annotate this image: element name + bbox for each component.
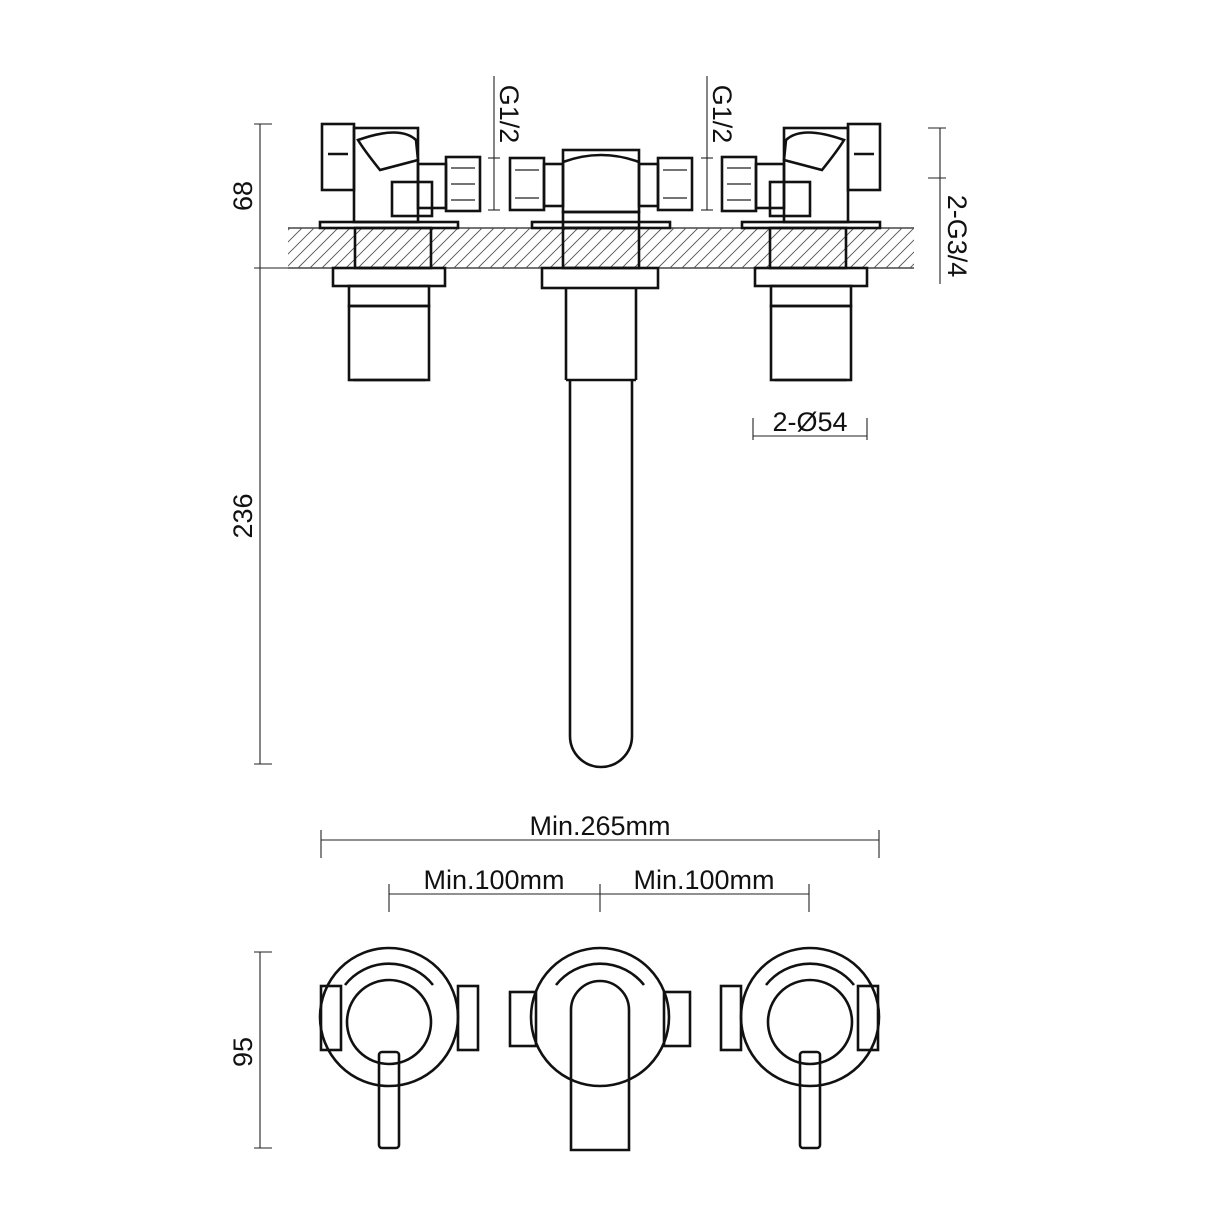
wall-hatch-line	[801, 228, 843, 268]
wall-hatch-line	[849, 228, 891, 268]
wall-hatch-line	[873, 228, 914, 268]
dim-236-label: 236	[228, 493, 258, 538]
wall-hatch-line	[789, 228, 831, 268]
dim-68-label: 68	[228, 181, 258, 211]
center-body-side	[508, 148, 694, 769]
wall-hatch-line	[585, 228, 627, 268]
wall-hatch-line	[429, 228, 471, 268]
wall-hatch-line	[609, 228, 651, 268]
left-valve-side	[318, 122, 482, 382]
wall-hatch-line	[465, 228, 507, 268]
wall-hatch-line	[525, 228, 567, 268]
thread-g12-right-label: G1/2	[707, 85, 737, 144]
wall-hatch-line	[357, 228, 399, 268]
diameter-54-label: 2-Ø54	[772, 407, 847, 437]
wall-hatch-line	[837, 228, 879, 268]
thread-g12-left-label: G1/2	[494, 85, 524, 144]
dimension-lines-side	[254, 76, 946, 765]
wall-hatch-line	[345, 228, 387, 268]
wall-hatch-line	[753, 228, 795, 268]
wall-hatch-line	[717, 228, 759, 268]
wall-hatch-line	[501, 228, 543, 268]
wall-hatch-line	[537, 228, 579, 268]
wall-hatch-line	[681, 228, 723, 268]
wall-hatch-line	[489, 228, 531, 268]
min-spacing-right-label: Min.100mm	[633, 865, 774, 895]
wall-hatch-line	[669, 228, 711, 268]
wall-hatch-line	[405, 228, 447, 268]
wall-hatch-line	[297, 228, 339, 268]
wall-hatch-line	[288, 228, 327, 267]
wall-hatch-line	[417, 228, 459, 268]
wall-hatch-line	[777, 228, 819, 268]
wall-hatch-line	[549, 228, 591, 268]
wall-hatch-line	[441, 228, 483, 268]
dim-95-label: 95	[228, 1037, 258, 1067]
wall-hatch-line	[765, 228, 807, 268]
wall-hatch-line	[309, 228, 351, 268]
wall-hatch-line	[561, 228, 603, 268]
wall-hatch-line	[369, 228, 411, 268]
wall-hatch-line	[897, 251, 914, 268]
min-spacing-left-label: Min.100mm	[423, 865, 564, 895]
wall-hatch-line	[693, 228, 735, 268]
wall-hatch-line	[741, 228, 783, 268]
wall-hatch-line	[573, 228, 615, 268]
wall-hatch-line	[288, 228, 303, 243]
wall-hatch-line	[513, 228, 555, 268]
wall-hatch-line	[657, 228, 699, 268]
center-spout-front	[508, 946, 692, 1152]
wall-hatch-line	[813, 228, 855, 268]
wall-hatch-line	[477, 228, 519, 268]
wall-hatch-line	[393, 228, 435, 268]
wall-hatch-line	[645, 228, 687, 268]
right-valve-side	[720, 122, 882, 382]
wall-hatch-line	[885, 239, 914, 268]
thread-g34-label: 2-G3/4	[942, 195, 972, 278]
wall-hatch-line	[288, 228, 315, 255]
right-handle-front	[719, 946, 881, 1150]
wall-hatch-line	[633, 228, 675, 268]
wall-hatch-line	[621, 228, 663, 268]
wall-hatch-line	[381, 228, 423, 268]
wall-hatch-line	[729, 228, 771, 268]
wall-hatch-line	[288, 228, 291, 231]
wall-hatch-line	[453, 228, 495, 268]
wall-hatch-line	[861, 228, 903, 268]
wall-section	[288, 227, 914, 269]
left-handle-front	[318, 946, 480, 1150]
wall-hatch-line	[597, 228, 639, 268]
dimension-lines-front	[254, 830, 880, 1149]
min-total-width-label: Min.265mm	[529, 811, 670, 841]
wall-hatch-line	[705, 228, 747, 268]
